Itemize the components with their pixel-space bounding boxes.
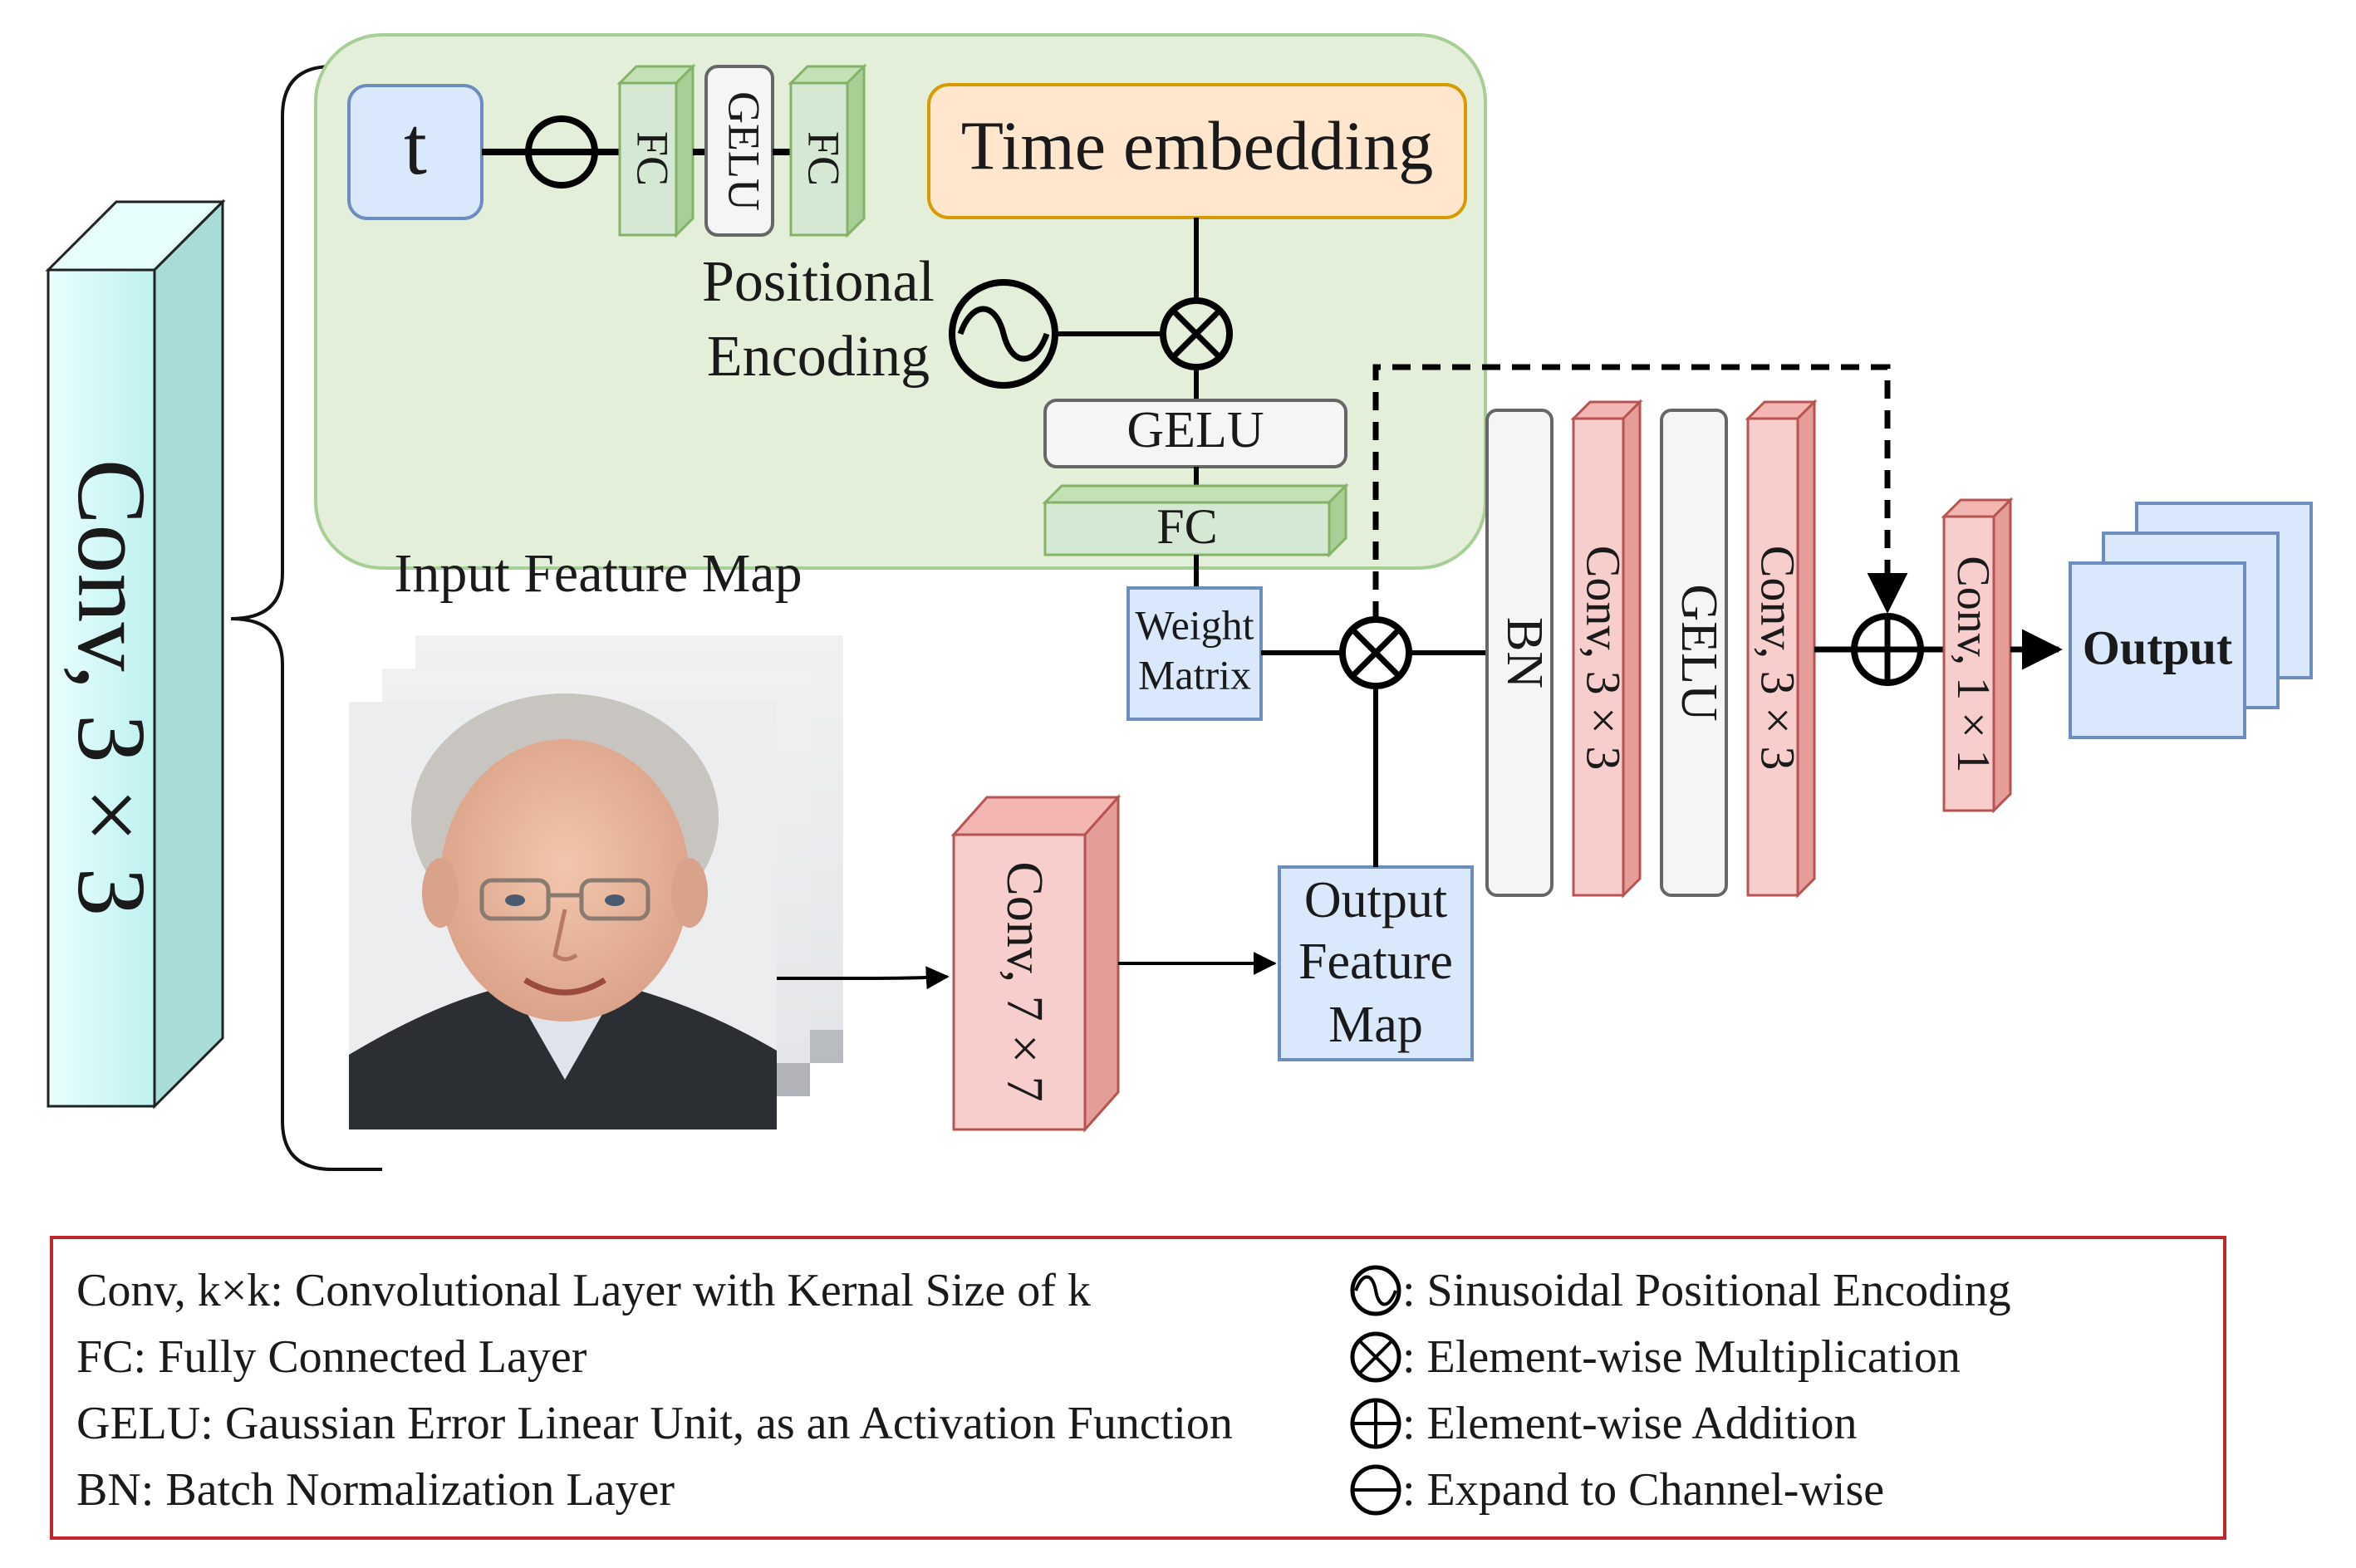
output-label: Output (2083, 620, 2233, 674)
conv3x3-a-label: Conv, 3 × 3 (1577, 546, 1631, 771)
skip-connection-dashed (1372, 364, 1908, 620)
legend-left-1: Conv, k×k: Convolutional Layer with Kern… (76, 1265, 1091, 1316)
weight-matrix-box: Weight Matrix (1126, 586, 1263, 721)
fc-block-1: FC (616, 63, 696, 238)
output-feature-map-line1: Output (1304, 872, 1447, 929)
fc-2-label: FC (799, 131, 849, 186)
conv3x3-block-a: Conv, 3 × 3 (1570, 399, 1643, 899)
legend-left-4: BN: Batch Normalization Layer (76, 1464, 675, 1516)
output-feature-map-box: Output Feature Map (1278, 865, 1474, 1061)
legend-left-3: GELU: Gaussian Error Linear Unit, as an … (76, 1398, 1233, 1449)
conv7x7-label: Conv, 7 × 7 (996, 861, 1053, 1101)
conv1x1-label: Conv, 1 × 1 (1947, 556, 1999, 772)
legend-expand-icon (1350, 1464, 1401, 1516)
conv7x7-block: Conv, 7 × 7 (950, 794, 1122, 1133)
positional-encoding-label-line1: Positional (702, 250, 935, 314)
fc-3-label: FC (1156, 499, 1217, 554)
grouping-brace (230, 65, 382, 1171)
expand-channel-symbol (525, 115, 598, 189)
input-feature-map-label: Input Feature Map (394, 543, 802, 604)
time-embedding-label: Time embedding (961, 107, 1434, 184)
legend-right-2: : Element-wise Multiplication (1402, 1331, 1961, 1383)
gelu-block-1: GELU (704, 65, 774, 237)
legend-multiply-icon (1350, 1331, 1401, 1383)
conv1x1-block: Conv, 1 × 1 (1941, 497, 2014, 814)
fc-block-3: FC (1042, 483, 1349, 558)
gelu-2-label: GELU (1126, 402, 1264, 458)
bn-block: BN (1485, 409, 1553, 897)
legend-sinusoid-icon (1350, 1265, 1401, 1316)
multiply-symbol-top (1160, 297, 1233, 370)
bn-label: BN (1496, 617, 1553, 688)
time-embedding-box: Time embedding (927, 83, 1467, 219)
weight-matrix-line2: Matrix (1138, 651, 1251, 698)
legend-right-3: : Element-wise Addition (1402, 1398, 1857, 1449)
t-node: t (347, 84, 483, 220)
legend-add-icon (1350, 1398, 1401, 1449)
multiply-symbol-main (1339, 616, 1412, 689)
legend: Conv, k×k: Convolutional Layer with Kern… (50, 1236, 2226, 1540)
legend-right-1: : Sinusoidal Positional Encoding (1402, 1265, 2011, 1316)
gelu-block-3: GELU (1660, 409, 1728, 897)
input-face-image-stack (349, 635, 843, 1129)
conv3x3-block-b: Conv, 3 × 3 (1745, 399, 1818, 899)
gelu-block-2: GELU (1043, 399, 1347, 468)
legend-left-2: FC: Fully Connected Layer (76, 1331, 587, 1383)
output-stack: Output (2069, 502, 2313, 739)
output-feature-map-line3: Map (1328, 997, 1423, 1053)
conv3x3-large-label: Conv, 3 × 3 (57, 459, 166, 917)
weight-matrix-line1: Weight (1135, 601, 1254, 648)
gelu-1-label: GELU (719, 91, 769, 211)
gelu-3-label: GELU (1671, 584, 1727, 721)
legend-right-4: : Expand to Channel-wise (1402, 1464, 1884, 1516)
fc-1-label: FC (628, 131, 678, 186)
t-label: t (404, 100, 427, 192)
fc-block-2: FC (788, 63, 867, 238)
conv3x3-large-block: Conv, 3 × 3 (45, 198, 226, 1110)
output-feature-map-line2: Feature (1298, 933, 1453, 990)
add-symbol (1851, 613, 1924, 686)
conv3x3-b-label: Conv, 3 × 3 (1751, 546, 1805, 771)
positional-encoding-label-line2: Encoding (707, 325, 930, 389)
face-photo (349, 693, 777, 1129)
